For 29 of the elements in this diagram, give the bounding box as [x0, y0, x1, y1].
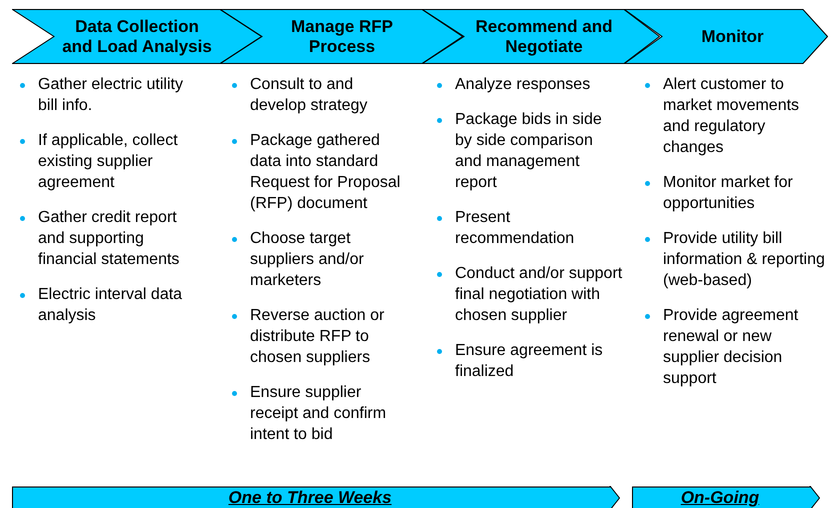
bullet-text: Choose target suppliers and/or marketers: [250, 229, 365, 291]
step-title: Manage RFP Process: [290, 16, 394, 56]
chevron-step: [220, 9, 463, 64]
bullet-text: Provide utility bill information & reporting (web-based): [663, 229, 826, 291]
duration-label: On-Going: [680, 488, 760, 508]
bullet-text: Ensure agreement is finalized: [455, 341, 604, 382]
bullet-text: Provide agreement renewal or new supplier decision support: [663, 306, 800, 389]
bullet-text: Conduct and/or support final negotiation with chosen supplier: [455, 264, 623, 326]
bullet-text: Alert customer to market movements and regulatory changes: [663, 75, 800, 158]
bullet-text: Monitor market for opportunities: [663, 173, 794, 214]
bullet-text: Package bids in side by side comparison and management report: [455, 110, 603, 193]
bullet-text: Reverse auction or distribute RFP to chosen suppliers: [250, 306, 386, 368]
duration-label: One to Three Weeks: [228, 488, 392, 508]
step-title: Data Collection and Load Analysis: [61, 16, 213, 56]
bullet-text: Present recommendation: [455, 208, 576, 249]
step-title: Monitor: [701, 26, 764, 46]
bullet-text: Gather credit report and supporting financial statements: [38, 208, 180, 270]
bullet-text: Gather electric utility bill info.: [38, 75, 184, 116]
chevron-step: [624, 9, 828, 64]
bullet-text: If applicable, collect existing supplier agreement: [38, 131, 179, 193]
step-title: Recommend and Negotiate: [474, 16, 614, 56]
duration-arrow: [12, 486, 620, 508]
bullet-text: Consult to and develop strategy: [250, 75, 368, 116]
chevron-step: [422, 9, 660, 64]
bullet-text: Package gathered data into standard Request for Proposal (RFP) document: [250, 131, 402, 214]
bullet-text: Ensure supplier receipt and confirm intent to bid: [250, 383, 388, 445]
duration-arrow: [632, 486, 820, 508]
bullet-text: Analyze responses: [455, 75, 592, 95]
bullet-text: Electric interval data analysis: [38, 285, 184, 326]
